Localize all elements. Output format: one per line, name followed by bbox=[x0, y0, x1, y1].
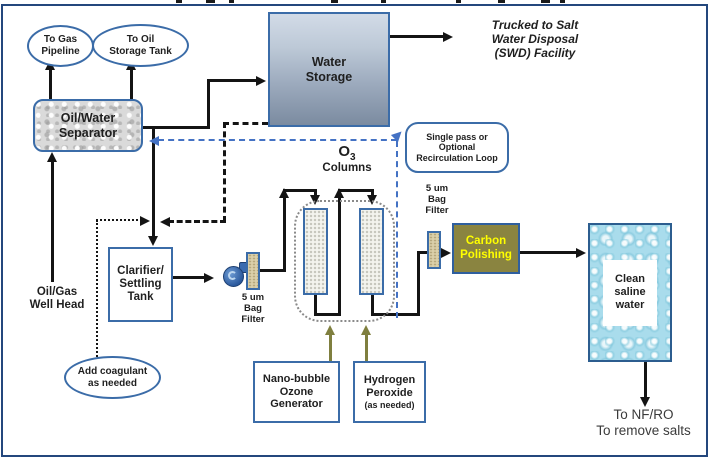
pipe-segment bbox=[51, 160, 54, 282]
node-water-storage: Water Storage bbox=[268, 12, 390, 127]
node-label: Water Storage bbox=[305, 55, 353, 84]
pipe-segment bbox=[390, 35, 444, 38]
arrowhead-up-olive bbox=[361, 325, 371, 335]
dashed-pipe bbox=[168, 220, 226, 223]
pump-icon bbox=[223, 266, 244, 287]
ozone-feed-line bbox=[329, 334, 332, 361]
node-single-pass-loop: Single pass or Optional Recirculation Lo… bbox=[405, 122, 509, 173]
pipe-segment bbox=[207, 79, 210, 129]
node-label: Hydrogen Peroxide bbox=[363, 374, 416, 399]
o3-symbol: O bbox=[338, 143, 351, 160]
node-carbon-polishing: Carbon Polishing bbox=[452, 223, 520, 274]
node-add-coagulant: Add coagulant as needed bbox=[64, 356, 161, 399]
node-bag-filter-inline bbox=[246, 252, 260, 290]
pipe-segment bbox=[417, 251, 420, 316]
pipe-segment bbox=[338, 189, 374, 192]
arrowhead-right bbox=[256, 76, 266, 86]
label-bag-filter-post: 5 um Bag Filter bbox=[425, 183, 449, 217]
node-clarifier-settling-tank: Clarifier/ Settling Tank bbox=[108, 247, 173, 322]
arrowhead-left-blue bbox=[149, 136, 159, 146]
node-label: Carbon Polishing bbox=[460, 235, 512, 261]
diagram-border bbox=[1, 4, 708, 457]
pipe-segment bbox=[283, 189, 317, 192]
label-trucked-swd: Trucked to Salt Water Disposal (SWD) Fac… bbox=[491, 18, 579, 60]
cropped-caption-fragment bbox=[541, 0, 550, 3]
peroxide-feed-line bbox=[365, 334, 368, 361]
pipe-segment bbox=[314, 313, 341, 316]
label-bag-filter-inline: 5 um Bag Filter bbox=[241, 292, 265, 326]
arrowhead-right bbox=[204, 273, 214, 283]
arrowhead-down bbox=[640, 397, 650, 407]
node-ozone-column-1 bbox=[303, 208, 328, 295]
pipe-segment bbox=[644, 362, 647, 399]
node-clean-saline-water: Clean saline water bbox=[588, 223, 672, 362]
o3-caption: Columns bbox=[322, 162, 372, 175]
node-label: Single pass or Optional Recirculation Lo… bbox=[416, 131, 498, 163]
cropped-caption-fragment bbox=[229, 0, 234, 3]
cropped-caption-fragment bbox=[381, 0, 386, 3]
node-label: Clarifier/ Settling Tank bbox=[117, 264, 164, 304]
pipe-segment bbox=[371, 189, 374, 196]
node-oil-water-separator: Oil/Water Separator bbox=[33, 99, 143, 152]
node-label: Add coagulant as needed bbox=[77, 365, 148, 389]
cropped-caption-fragment bbox=[456, 0, 461, 3]
dotted-pipe bbox=[96, 219, 142, 221]
arrowhead-down bbox=[148, 236, 158, 246]
pipe-segment bbox=[338, 196, 341, 316]
cropped-caption-fragment bbox=[498, 0, 505, 3]
node-label: Oil/Water Separator bbox=[58, 111, 118, 140]
arrowhead-right bbox=[441, 248, 451, 258]
recirculation-dashed-line bbox=[396, 141, 398, 318]
recirculation-dashed-line bbox=[158, 139, 397, 141]
node-label: Nano-bubble Ozone Generator bbox=[262, 372, 331, 411]
pipe-segment bbox=[207, 79, 257, 82]
pipe-segment bbox=[520, 251, 578, 254]
label-oil-gas-well-head: Oil/Gas Well Head bbox=[29, 286, 85, 312]
dashed-pipe bbox=[223, 122, 226, 222]
dashed-pipe bbox=[223, 122, 268, 125]
cropped-caption-fragment bbox=[176, 0, 182, 3]
arrowhead-up bbox=[279, 188, 289, 198]
label-to-nf-ro: To NF/RO To remove salts bbox=[596, 407, 691, 439]
ozone-contact-loop-outline bbox=[294, 200, 395, 322]
dotted-pipe bbox=[96, 220, 98, 357]
pipe-segment bbox=[253, 269, 286, 272]
arrowhead-right bbox=[576, 248, 586, 258]
node-nano-bubble-ozone-generator: Nano-bubble Ozone Generator bbox=[253, 361, 340, 423]
arrowhead-up-olive bbox=[325, 325, 335, 335]
node-label: To Gas Pipeline bbox=[41, 34, 80, 57]
label-o3-columns: O3 Columns bbox=[315, 143, 379, 174]
node-label: Clean saline water bbox=[614, 273, 646, 311]
arrowhead-left bbox=[160, 217, 170, 227]
pipe-segment bbox=[140, 126, 210, 129]
pipe-segment bbox=[173, 276, 206, 279]
arrowhead-right bbox=[443, 32, 453, 42]
pipe-segment bbox=[49, 68, 52, 100]
node-to-oil-storage-tank: To Oil Storage Tank bbox=[92, 24, 189, 67]
node-label: To Oil Storage Tank bbox=[109, 33, 172, 57]
pipe-segment bbox=[371, 313, 420, 316]
arrowhead-up bbox=[47, 152, 57, 162]
pipe-segment bbox=[314, 189, 317, 196]
pipe-segment bbox=[130, 68, 133, 100]
pipe-segment bbox=[152, 126, 155, 238]
clean-water-label-panel: Clean saline water bbox=[603, 259, 657, 326]
node-hydrogen-peroxide: Hydrogen Peroxide (as needed) bbox=[353, 361, 426, 423]
arrowhead-right bbox=[140, 216, 150, 226]
pipe-segment bbox=[283, 196, 286, 272]
cropped-caption-fragment bbox=[560, 0, 565, 3]
arrowhead-up bbox=[334, 188, 344, 198]
node-to-gas-pipeline: To Gas Pipeline bbox=[27, 25, 94, 67]
node-ozone-column-2 bbox=[359, 208, 384, 295]
o3-subscript: 3 bbox=[350, 152, 356, 164]
cropped-caption-fragment bbox=[206, 0, 215, 3]
node-note: (as needed) bbox=[364, 399, 415, 410]
node-bag-filter-post bbox=[427, 231, 441, 269]
cropped-caption-fragment bbox=[331, 0, 338, 3]
